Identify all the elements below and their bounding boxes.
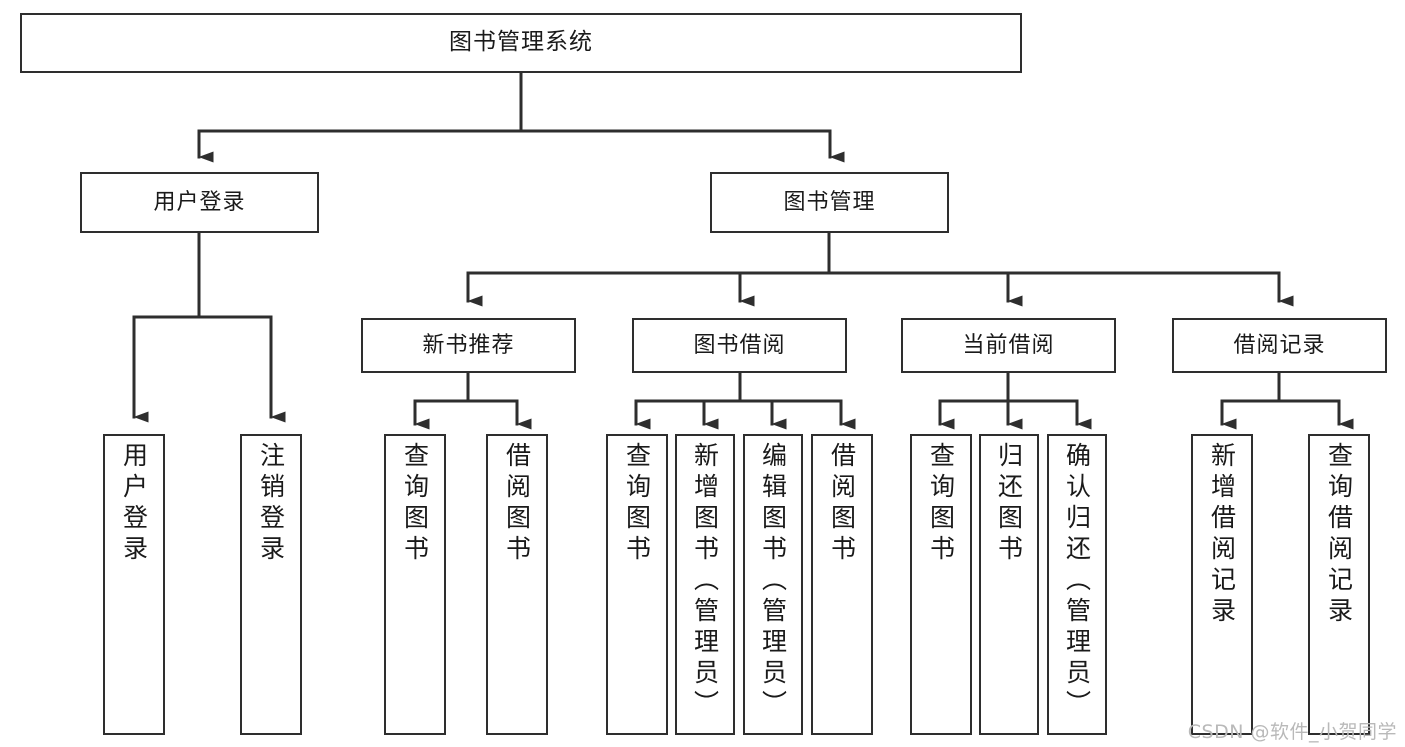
node-label: 新增借阅记录 [1207, 442, 1237, 628]
leaf-query-book-1[interactable]: 查询图书 [384, 434, 446, 735]
leaf-query-book-2[interactable]: 查询图书 [606, 434, 668, 735]
node-label: 用户登录 [153, 189, 246, 215]
node-label: 归还图书 [994, 442, 1024, 566]
node-borrow-record[interactable]: 借阅记录 [1172, 318, 1387, 373]
watermark-text: CSDN @软件_小贺同学 [1187, 721, 1397, 743]
leaf-add-borrow-record[interactable]: 新增借阅记录 [1191, 434, 1253, 735]
node-label: 新书推荐 [422, 332, 515, 358]
leaf-add-book-admin[interactable]: 新增图书（管理员） [675, 434, 735, 735]
node-current-borrow[interactable]: 当前借阅 [901, 318, 1116, 373]
leaf-query-borrow-record[interactable]: 查询借阅记录 [1308, 434, 1370, 735]
leaf-borrow-book-1[interactable]: 借阅图书 [486, 434, 548, 735]
node-label: 查询图书 [926, 442, 956, 566]
node-label: 借阅图书 [502, 442, 532, 566]
node-label: 编辑图书（管理员） [758, 442, 788, 721]
node-user-login[interactable]: 用户登录 [80, 172, 319, 233]
node-label: 查询借阅记录 [1324, 442, 1354, 628]
node-label: 借阅图书 [827, 442, 857, 566]
node-book-management[interactable]: 图书管理 [710, 172, 949, 233]
leaf-edit-book-admin[interactable]: 编辑图书（管理员） [743, 434, 803, 735]
node-label: 查询图书 [622, 442, 652, 566]
node-label: 图书借阅 [693, 332, 786, 358]
node-label: 用户登录 [119, 442, 149, 566]
node-label: 当前借阅 [962, 332, 1055, 358]
node-label: 图书管理 [783, 189, 876, 215]
node-root-system[interactable]: 图书管理系统 [20, 13, 1022, 73]
node-label: 查询图书 [400, 442, 430, 566]
node-label: 新增图书（管理员） [690, 442, 720, 721]
leaf-borrow-book-2[interactable]: 借阅图书 [811, 434, 873, 735]
node-label: 注销登录 [256, 442, 286, 566]
leaf-query-book-3[interactable]: 查询图书 [910, 434, 972, 735]
node-label: 借阅记录 [1233, 332, 1326, 358]
node-label: 确认归还（管理员） [1062, 442, 1092, 721]
leaf-return-book[interactable]: 归还图书 [979, 434, 1039, 735]
leaf-confirm-return-admin[interactable]: 确认归还（管理员） [1047, 434, 1107, 735]
node-label: 图书管理系统 [449, 29, 593, 56]
leaf-logout[interactable]: 注销登录 [240, 434, 302, 735]
node-new-book-recommend[interactable]: 新书推荐 [361, 318, 576, 373]
leaf-user-login[interactable]: 用户登录 [103, 434, 165, 735]
node-book-borrow[interactable]: 图书借阅 [632, 318, 847, 373]
